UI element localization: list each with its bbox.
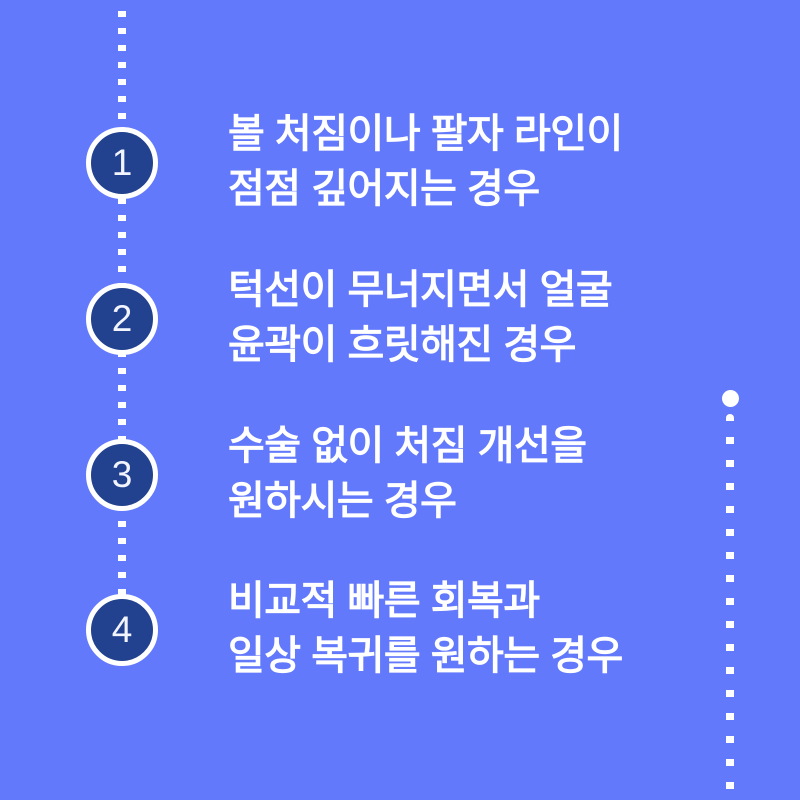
step-text-line-2: 점점 깊어지는 경우 (228, 167, 540, 211)
step-number-badge: 3 (86, 439, 158, 511)
checklist-item: 1 볼 처짐이나 팔자 라인이 점점 깊어지는 경우 (0, 107, 800, 227)
step-number-badge: 4 (86, 594, 158, 666)
step-text-line-2: 윤곽이 흐릿해진 경우 (228, 323, 576, 367)
step-number-label: 2 (111, 297, 133, 339)
dotted-accent-line-right (726, 414, 734, 800)
step-text-line-1: 비교적 빠른 회복과 (228, 579, 540, 623)
checklist-item: 4 비교적 빠른 회복과 일상 복귀를 원하는 경우 (0, 574, 800, 694)
checklist-item: 2 턱선이 무너지면서 얼굴 윤곽이 흐릿해진 경우 (0, 263, 800, 383)
step-number-badge: 2 (86, 283, 158, 355)
step-number-badge: 1 (86, 127, 158, 199)
step-text-line-1: 수술 없이 처짐 개선을 (228, 424, 587, 468)
step-text-line-1: 턱선이 무너지면서 얼굴 (228, 268, 613, 312)
step-text: 수술 없이 처짐 개선을 원하시는 경우 (228, 419, 768, 529)
step-text: 볼 처짐이나 팔자 라인이 점점 깊어지는 경우 (228, 107, 768, 217)
dotted-accent-line-right-head-dot (722, 390, 739, 407)
step-text: 비교적 빠른 회복과 일상 복귀를 원하는 경우 (228, 574, 768, 684)
step-text-line-1: 볼 처짐이나 팔자 라인이 (228, 112, 623, 156)
step-text-line-2: 원하시는 경우 (228, 479, 457, 523)
step-text: 턱선이 무너지면서 얼굴 윤곽이 흐릿해진 경우 (228, 263, 768, 373)
step-text-line-2: 일상 복귀를 원하는 경우 (228, 634, 623, 678)
step-number-label: 1 (111, 141, 133, 183)
checklist-item: 3 수술 없이 처짐 개선을 원하시는 경우 (0, 419, 800, 539)
step-number-label: 3 (111, 453, 133, 495)
step-number-label: 4 (111, 608, 133, 650)
